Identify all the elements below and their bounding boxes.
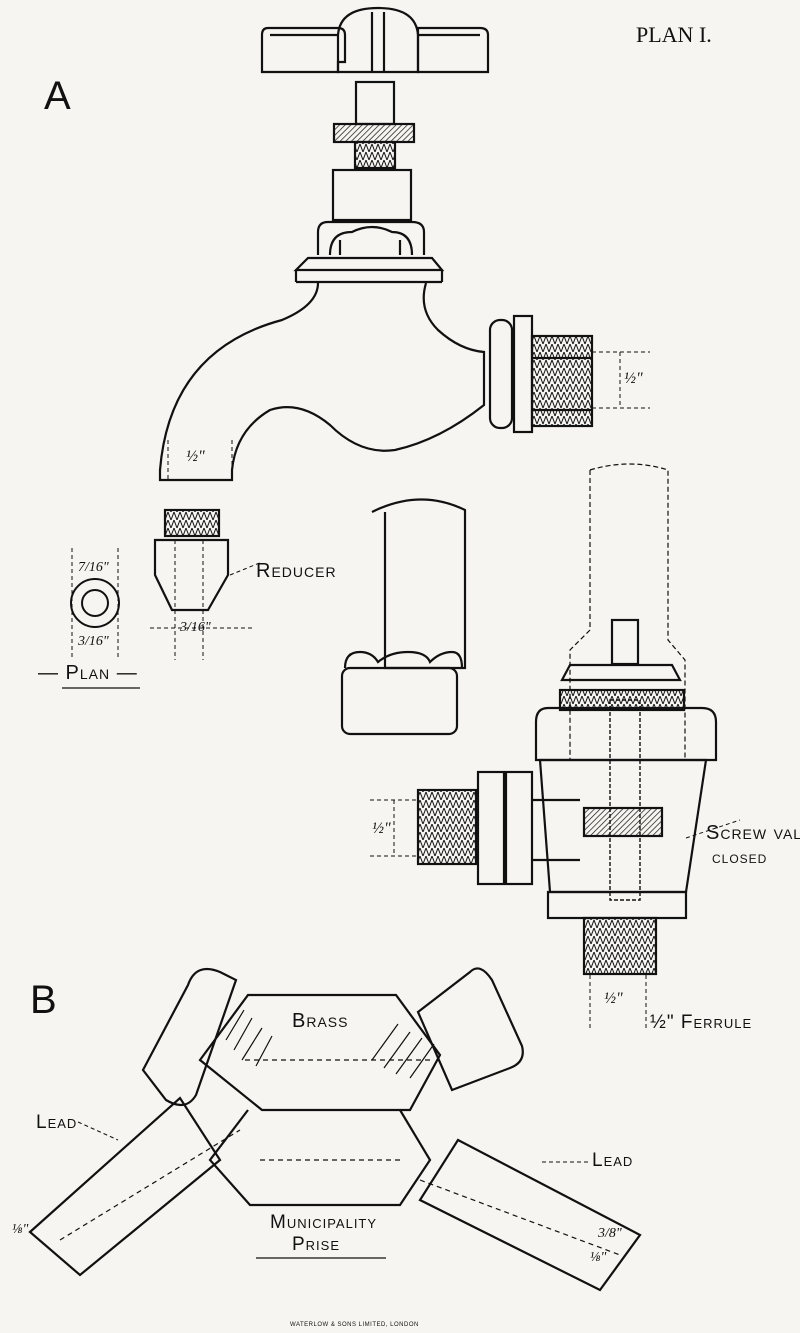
bib-tap (158, 6, 594, 482)
left-lead-pipe (28, 1096, 222, 1277)
brass-label: Brass (292, 1010, 349, 1032)
reducer-bottom-dimension: 3/16" (180, 620, 211, 635)
plan-inner-ring (81, 589, 109, 617)
ferrule-label: ½" Ferrule (650, 1012, 753, 1033)
tap-outlet-dimension: ½" (624, 370, 643, 387)
lead-right-label: Lead (592, 1150, 634, 1171)
municipality-label: Municipality (270, 1212, 378, 1233)
screw-valve-label: Screw valv (706, 822, 800, 844)
municipality-prise (28, 967, 642, 1292)
prise-label: Prise (292, 1234, 341, 1255)
lead-right-dimension-b: ⅛" (590, 1250, 607, 1265)
tap-knurled-nut (332, 122, 416, 144)
plan-bottom-dimension: 3/16" (78, 634, 109, 649)
valve-dimension-lines (370, 799, 741, 1030)
tap-spout-dimension: ½" (186, 448, 205, 465)
plan-top-dimension: 7/16" (78, 560, 109, 575)
tap-stem (354, 80, 396, 126)
reducer-label: Reducer (256, 560, 337, 582)
closed-label: closed (712, 848, 768, 867)
screw-valve (340, 463, 718, 976)
tap-inlet-union (488, 318, 514, 430)
right-lead-pipe (418, 1138, 642, 1292)
tap-bonnet (331, 168, 413, 222)
valve-inlet-dimension: ½" (372, 820, 391, 837)
section-letter-b: B (30, 978, 57, 1022)
tap-body (158, 282, 486, 482)
plan-title: PLAN I. (636, 22, 712, 47)
lead-left-label: Lead (36, 1112, 78, 1133)
plan-caption: — Plan — (38, 662, 138, 684)
valve-outlet-dimension: ½" (604, 990, 623, 1007)
plan-diagram (62, 548, 140, 689)
printer-imprint: WATERLOW & SONS LIMITED, LONDON (290, 1322, 419, 1328)
callout-arrows (77, 1121, 590, 1163)
tap-dimension-lines (167, 351, 650, 480)
lead-left-dimension: ⅛" (12, 1222, 29, 1237)
lead-right-dimension-a: 3/8" (598, 1226, 622, 1241)
plan-outer-ring (70, 578, 120, 628)
reducer (150, 508, 263, 660)
section-letter-a: A (44, 74, 71, 118)
